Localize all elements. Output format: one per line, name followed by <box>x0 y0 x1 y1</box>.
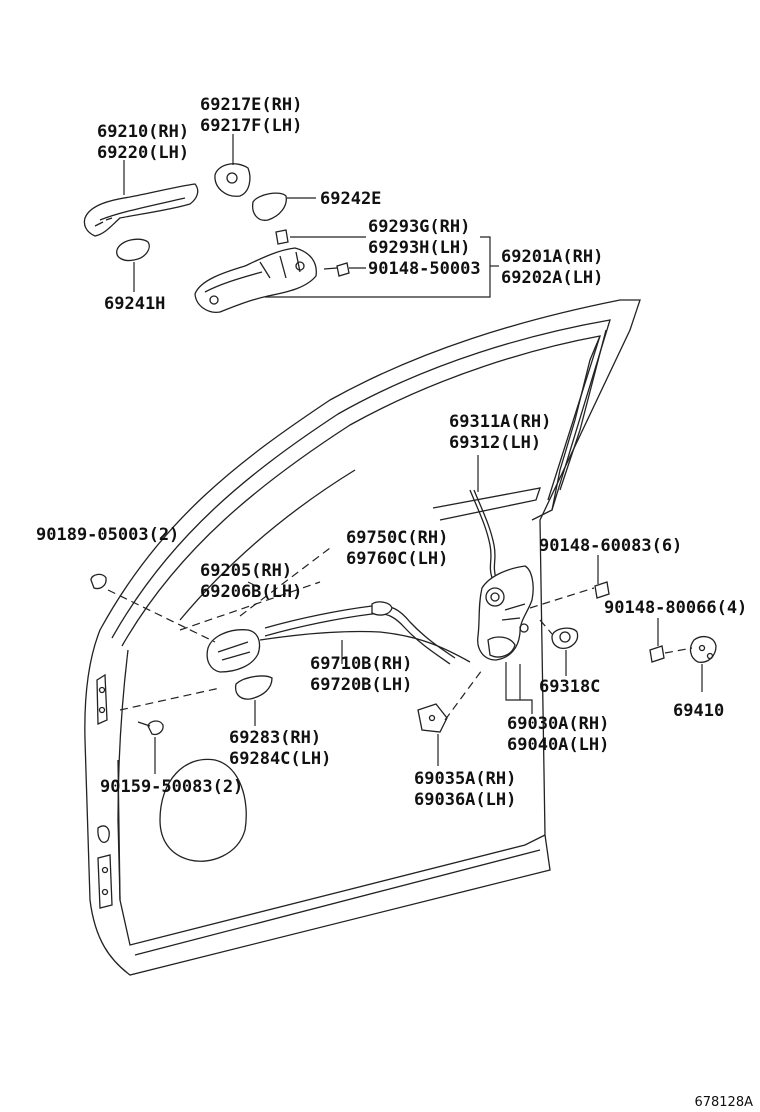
label-handle-bezel-lh: 69284C(LH) <box>229 749 331 769</box>
grommet <box>551 627 579 649</box>
label-pad-rear: 69242E <box>320 189 381 209</box>
label-handle-cover-rh: 69217E(RH) <box>200 95 302 115</box>
label-outside-handle-rh: 69210(RH) <box>97 122 189 142</box>
label-clip-left: 90189-05003(2) <box>36 525 179 545</box>
clip-left-icon <box>90 573 107 590</box>
label-rod-rh: 69311A(RH) <box>449 412 551 432</box>
label-bracket-lh: 69036A(LH) <box>414 790 516 810</box>
door-lock <box>477 565 534 661</box>
label-inside-cable-lh: 69760C(LH) <box>346 549 448 569</box>
label-handle-frame-lh: 69202A(LH) <box>501 268 603 288</box>
label-pad-front: 69241H <box>104 294 165 314</box>
outside-handle-group <box>83 134 499 313</box>
screw-bottom-icon <box>147 720 164 736</box>
pad-rear <box>252 192 287 221</box>
label-bracket-rh: 69035A(RH) <box>414 769 516 789</box>
label-lock-cable-rh: 69710B(RH) <box>310 654 412 674</box>
handle-cover <box>214 163 251 197</box>
bracket <box>417 703 448 733</box>
label-grommet: 69318C <box>539 677 600 697</box>
label-handle-frame-rh: 69201A(RH) <box>501 247 603 267</box>
cylinder-cover <box>275 229 289 245</box>
lock-screw-icon <box>594 581 610 599</box>
label-cylinder-cover-rh: 69293G(RH) <box>368 217 470 237</box>
label-handle-cover-lh: 69217F(LH) <box>200 116 302 136</box>
label-outside-handle-lh: 69220(LH) <box>97 143 189 163</box>
label-lock-screw: 90148-60083(6) <box>539 536 682 556</box>
frame-screw-icon <box>336 262 350 277</box>
label-inside-handle-rh: 69205(RH) <box>200 561 292 581</box>
striker-screw-icon <box>649 645 665 663</box>
label-frame-screw: 90148-50003 <box>368 259 481 279</box>
pad-front <box>116 238 150 262</box>
inside-handle <box>206 629 261 673</box>
rod <box>469 489 493 579</box>
label-lock-cable-lh: 69720B(LH) <box>310 675 412 695</box>
label-door-lock-rh: 69030A(RH) <box>507 714 609 734</box>
handle-bezel <box>234 675 273 700</box>
label-cylinder-cover-lh: 69293H(LH) <box>368 238 470 258</box>
label-inside-cable-rh: 69750C(RH) <box>346 528 448 548</box>
handle-frame <box>194 247 317 313</box>
label-door-lock-lh: 69040A(LH) <box>507 735 609 755</box>
door-lock-assembly <box>90 455 717 774</box>
outside-handle <box>83 183 199 237</box>
diagram-id: 678128A <box>694 1095 753 1110</box>
label-screw-bottom: 90159-50083(2) <box>100 777 243 797</box>
part-labels: 69217E(RH) 69217F(LH) 69210(RH) 69220(LH… <box>36 95 753 1110</box>
label-handle-bezel-rh: 69283(RH) <box>229 728 321 748</box>
label-striker-screw: 90148-80066(4) <box>604 598 747 618</box>
label-rod-lh: 69312(LH) <box>449 433 541 453</box>
label-striker: 69410 <box>673 701 724 721</box>
lock-cable <box>259 630 471 663</box>
label-inside-handle-lh: 69206B(LH) <box>200 582 302 602</box>
door-frame <box>84 299 641 976</box>
